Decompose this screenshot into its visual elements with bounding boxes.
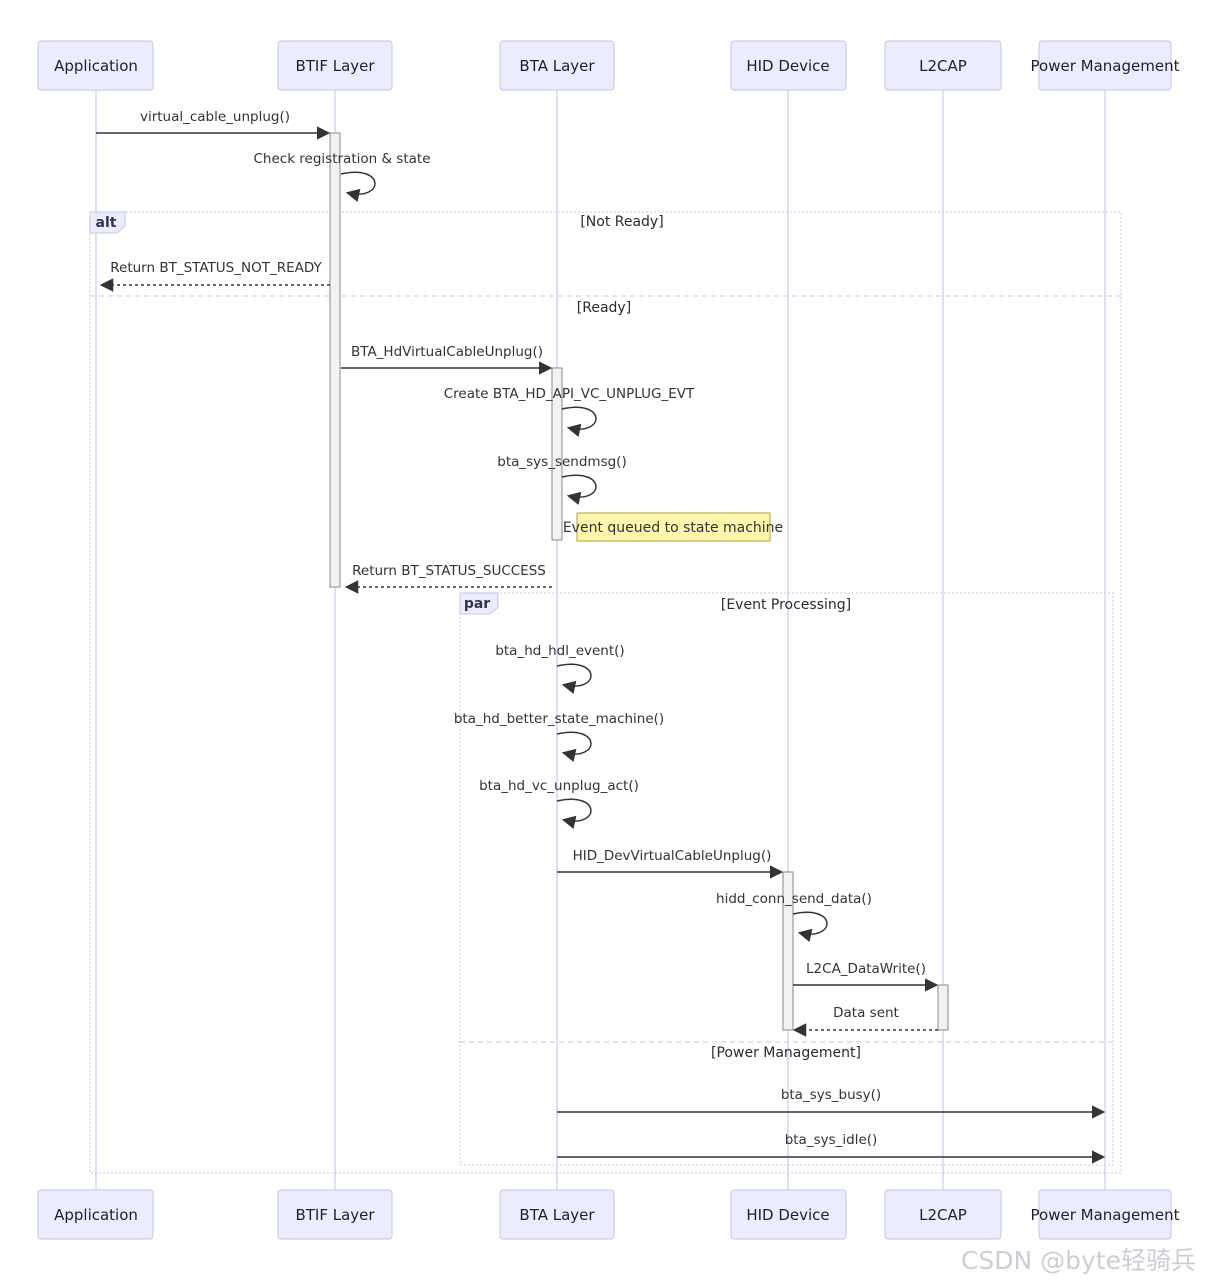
message-label: hidd_conn_send_data() [716, 891, 872, 907]
par-section-event-processing: [Event Processing] [721, 597, 851, 613]
message-label: bta_hd_hdl_event() [495, 643, 624, 659]
activation-hid [782, 871, 794, 1031]
self-loop [792, 911, 828, 942]
message-label: Data sent [833, 1005, 899, 1021]
message-label: bta_hd_vc_unplug_act() [479, 778, 639, 794]
participant-label: Power Management [1031, 1206, 1180, 1224]
note-label: Event queued to state machine [563, 520, 783, 536]
self-loop [556, 798, 592, 829]
message-label: bta_sys_idle() [785, 1132, 878, 1148]
alt-section-ready: [Ready] [577, 300, 631, 316]
participant-box [884, 40, 1002, 91]
participant-label: Application [54, 57, 138, 75]
alt-frame-label-box [89, 211, 126, 234]
par-frame [459, 592, 1114, 1166]
message-label: bta_sys_sendmsg() [497, 454, 626, 470]
participant-label: BTA Layer [519, 1206, 595, 1224]
participant-box [499, 40, 615, 91]
activation-btif [329, 132, 341, 588]
participant-box [884, 1189, 1002, 1240]
participant-label: HID Device [746, 1206, 829, 1224]
participant-label: L2CAP [919, 57, 967, 75]
participant-label: BTIF Layer [295, 57, 375, 75]
alt-frame [89, 211, 1122, 1174]
participant-box [277, 1189, 393, 1240]
note-box [576, 512, 771, 542]
message-label: virtual_cable_unplug() [140, 109, 290, 125]
message-label: Check registration & state [253, 151, 430, 167]
participant-top-hid-device: HID Device [730, 40, 847, 91]
alt-frame-label: alt [96, 215, 117, 231]
message-label: bta_sys_busy() [781, 1087, 881, 1103]
par-frame-label: par [464, 596, 490, 612]
participant-box [730, 1189, 847, 1240]
self-loop [561, 406, 597, 437]
participant-top-btif-layer: BTIF Layer [277, 40, 393, 91]
participant-bottom-bta-layer: BTA Layer [499, 1189, 615, 1240]
participant-top-application: Application [37, 40, 154, 91]
self-loop [556, 663, 592, 694]
message-label: BTA_HdVirtualCableUnplug() [351, 344, 543, 360]
participant-box [1038, 1189, 1172, 1240]
participant-box [1038, 40, 1172, 91]
message-label: Return BT_STATUS_SUCCESS [352, 563, 546, 579]
alt-section-not-ready: [Not Ready] [580, 214, 663, 230]
participant-label: Power Management [1031, 57, 1180, 75]
participant-bottom-btif-layer: BTIF Layer [277, 1189, 393, 1240]
participant-label: L2CAP [919, 1206, 967, 1224]
participant-bottom-l2cap: L2CAP [884, 1189, 1002, 1240]
message-label: Return BT_STATUS_NOT_READY [110, 260, 322, 276]
par-section-power-management: [Power Management] [711, 1045, 861, 1061]
participant-bottom-power-management: Power Management [1031, 1189, 1180, 1240]
participant-top-bta-layer: BTA Layer [499, 40, 615, 91]
participant-top-l2cap: L2CAP [884, 40, 1002, 91]
participant-box [37, 40, 154, 91]
message-label: L2CA_DataWrite() [806, 961, 926, 977]
activation-bta [551, 367, 563, 541]
participant-box [37, 1189, 154, 1240]
self-loop [340, 171, 376, 202]
message-label: bta_hd_better_state_machine() [454, 711, 664, 727]
par-frame-label-box [459, 592, 499, 615]
participant-label: BTA Layer [519, 57, 595, 75]
participant-label: BTIF Layer [295, 1206, 375, 1224]
watermark: CSDN @byte轻骑兵 [961, 1246, 1196, 1275]
message-label: Create BTA_HD_API_VC_UNPLUG_EVT [444, 386, 695, 402]
activation-l2cap [937, 984, 949, 1031]
participant-bottom-hid-device: HID Device [730, 1189, 847, 1240]
participant-label: HID Device [746, 57, 829, 75]
participant-bottom-application: Application [37, 1189, 154, 1240]
participant-label: Application [54, 1206, 138, 1224]
self-loop [561, 474, 597, 505]
participant-top-power-management: Power Management [1031, 40, 1180, 91]
participant-box [499, 1189, 615, 1240]
message-label: HID_DevVirtualCableUnplug() [573, 848, 772, 864]
participant-box [730, 40, 847, 91]
participant-box [277, 40, 393, 91]
self-loop [556, 731, 592, 762]
